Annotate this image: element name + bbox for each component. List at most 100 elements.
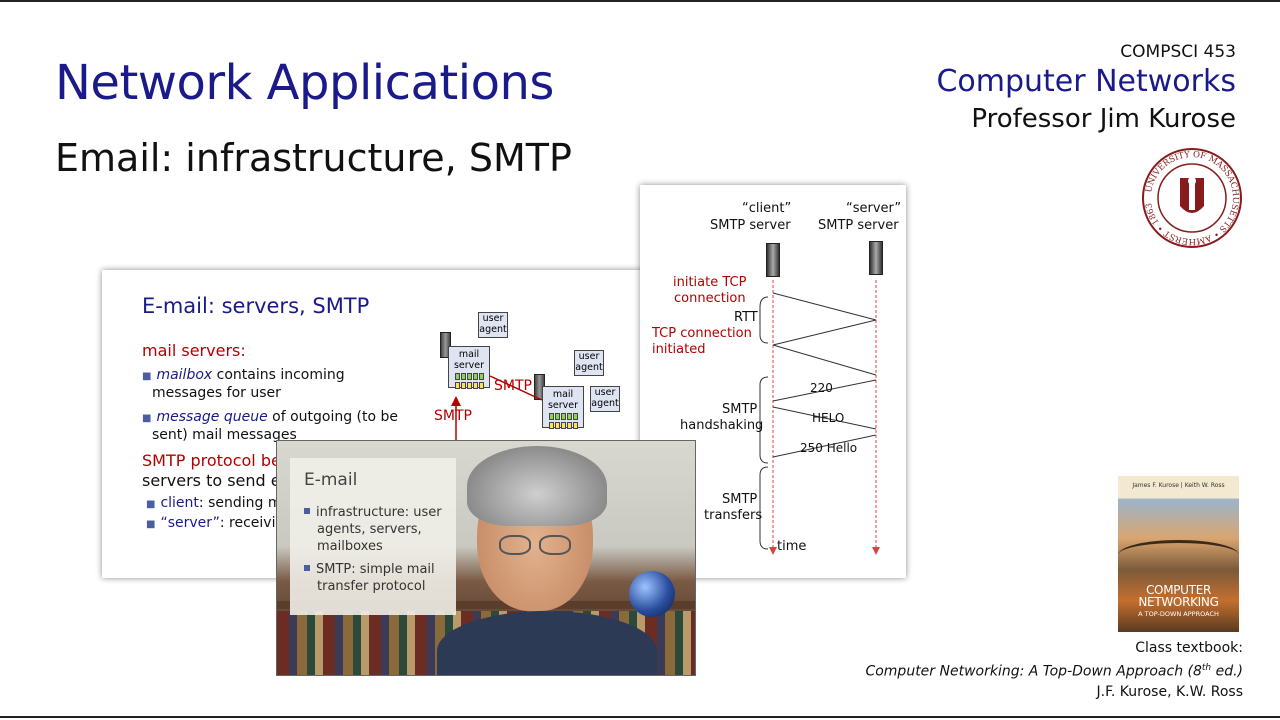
transfers-label: transfers (704, 508, 763, 523)
tcp-initiated-label: TCP connection (652, 326, 752, 341)
umass-seal-logo: UNIVERSITY OF MASSACHUSETTS • AMHERST • … (1142, 148, 1242, 248)
mailbox-term: mailbox (156, 367, 213, 383)
client-bullet: ■ client: sending ma (146, 495, 290, 511)
overlay-bullet-smtp: SMTP: simple mail (304, 561, 435, 578)
client-server-icon (766, 243, 780, 277)
overlay-bullet-infrastructure: infrastructure: user (304, 504, 442, 521)
queue-bullet: ■ message queue of outgoing (to be (142, 409, 398, 425)
course-code: COMPSCI 453 (1120, 42, 1236, 62)
bullet-icon: ■ (146, 499, 156, 510)
lecturer-video[interactable]: E-mail infrastructure: user agents, serv… (276, 440, 696, 676)
user-agent-icon: user agent (590, 386, 620, 412)
book-title-line: COMPUTER (1145, 583, 1212, 597)
client-label: SMTP server (710, 218, 791, 233)
handshaking-label: handshaking (680, 418, 764, 433)
rtt-label: RTT (734, 310, 758, 325)
client-label: “client” (742, 201, 792, 216)
caption-authors: J.F. Kurose, K.W. Ross (1096, 683, 1243, 700)
client-term: client (160, 495, 199, 511)
timing-diagram (759, 280, 880, 555)
embedded-slide-smtp-timing: “client” SMTP server “server” SMTP serve… (640, 185, 906, 578)
server-bullet: ■ “server”: receiving (146, 515, 293, 531)
mail-server-icon: mail server (542, 386, 584, 429)
server-server-icon (869, 241, 883, 275)
queue-icon (449, 373, 489, 380)
mailbox-icon (543, 422, 583, 429)
textbook-caption: Class textbook: Computer Networking: A T… (865, 638, 1243, 702)
book-title-line: NETWORKING (1138, 595, 1219, 609)
initiate-tcp-label: initiate TCP (673, 275, 747, 290)
bullet-icon: ■ (146, 519, 156, 530)
smtp-protocol-line2: servers to send er (142, 471, 288, 490)
mailbox-icon (449, 382, 489, 389)
video-overlay-card: E-mail infrastructure: user agents, serv… (290, 458, 456, 615)
professor-name: Professor Jim Kurose (971, 104, 1236, 134)
server-desc: : receiving (219, 515, 294, 531)
user-agent-label: agent (575, 362, 603, 373)
bullet-icon (304, 565, 310, 571)
queue-desc: of outgoing (to be (267, 409, 399, 425)
mailbox-desc-line2: messages for user (152, 385, 281, 401)
user-agent-label: agent (591, 398, 619, 409)
tcp-initiated-label: initiated (652, 342, 706, 357)
time-label: time (777, 539, 807, 554)
msg-helo-label: HELO (812, 411, 845, 425)
book-subtitle: A TOP-DOWN APPROACH (1138, 610, 1219, 618)
book-title: COMPUTER NETWORKING (1118, 584, 1239, 608)
overlay-text: mailboxes (317, 539, 383, 554)
client-desc: : sending ma (198, 495, 291, 511)
mail-server-label: mail (552, 389, 574, 400)
bullet-icon: ■ (142, 413, 152, 424)
page-subtitle: Email: infrastructure, SMTP (55, 136, 572, 180)
caption-edition: ed.) (1211, 663, 1243, 680)
lecturer-hair (467, 446, 607, 526)
textbook-cover: James F. Kurose | Keith W. Ross COMPUTER… (1118, 476, 1239, 632)
bullet-icon: ■ (142, 371, 152, 382)
lecturer-body (437, 611, 657, 675)
mail-server-label: server (547, 400, 579, 411)
caption-title: Computer Networking: A Top-Down Approach… (865, 658, 1243, 682)
user-agent-icon: user agent (478, 312, 508, 338)
page-title: Network Applications (55, 55, 554, 111)
video-overlay-title: E-mail (304, 470, 358, 490)
mailbox-bullet: ■ mailbox contains incoming (142, 367, 345, 383)
caption-sup: th (1201, 663, 1212, 673)
server-term: “server” (160, 515, 220, 531)
queue-icon (543, 413, 583, 420)
overlay-text: agents, servers, (317, 522, 422, 537)
smtp-link-arrows (451, 375, 543, 444)
msg-220-label: 220 (810, 381, 833, 395)
user-agent-label: user (482, 313, 504, 324)
server-label: SMTP server (818, 218, 899, 233)
overlay-text: SMTP: simple mail (316, 562, 435, 577)
mail-server-label: server (453, 360, 485, 371)
overlay-text: infrastructure: user (316, 505, 442, 520)
mail-server-label: mail (458, 349, 480, 360)
queue-term: message queue (156, 409, 268, 425)
initiate-tcp-label: connection (674, 291, 746, 306)
course-name: Computer Networks (936, 64, 1236, 99)
queue-desc-line2: sent) mail messages (152, 427, 297, 443)
bottom-border (0, 716, 1280, 718)
user-agent-label: user (578, 351, 600, 362)
lecturer-glasses (499, 535, 575, 557)
bullet-icon (304, 508, 310, 514)
caption-title-text: Computer Networking: A Top-Down Approach… (865, 663, 1202, 680)
bridge-illustration (1118, 540, 1239, 570)
user-agent-icon: user agent (574, 350, 604, 376)
user-agent-label: user (594, 387, 616, 398)
user-agent-label: agent (479, 324, 507, 335)
mail-servers-heading: mail servers: (142, 341, 246, 360)
smtp-protocol-line1: SMTP protocol be (142, 451, 281, 470)
book-authors: James F. Kurose | Keith W. Ross (1132, 482, 1225, 489)
glass-globe-ornament (629, 571, 675, 617)
bookshelf (277, 601, 695, 609)
mailbox-desc: contains incoming (212, 367, 345, 383)
embedded-slide-title: E-mail: servers, SMTP (142, 294, 370, 318)
top-border (0, 0, 1280, 2)
msg-250-label: 250 Hello (800, 441, 858, 455)
mail-server-icon: mail server (448, 346, 490, 389)
overlay-text: transfer protocol (317, 579, 426, 594)
caption-label: Class textbook: (1135, 640, 1243, 656)
server-tower-icon (440, 332, 451, 358)
